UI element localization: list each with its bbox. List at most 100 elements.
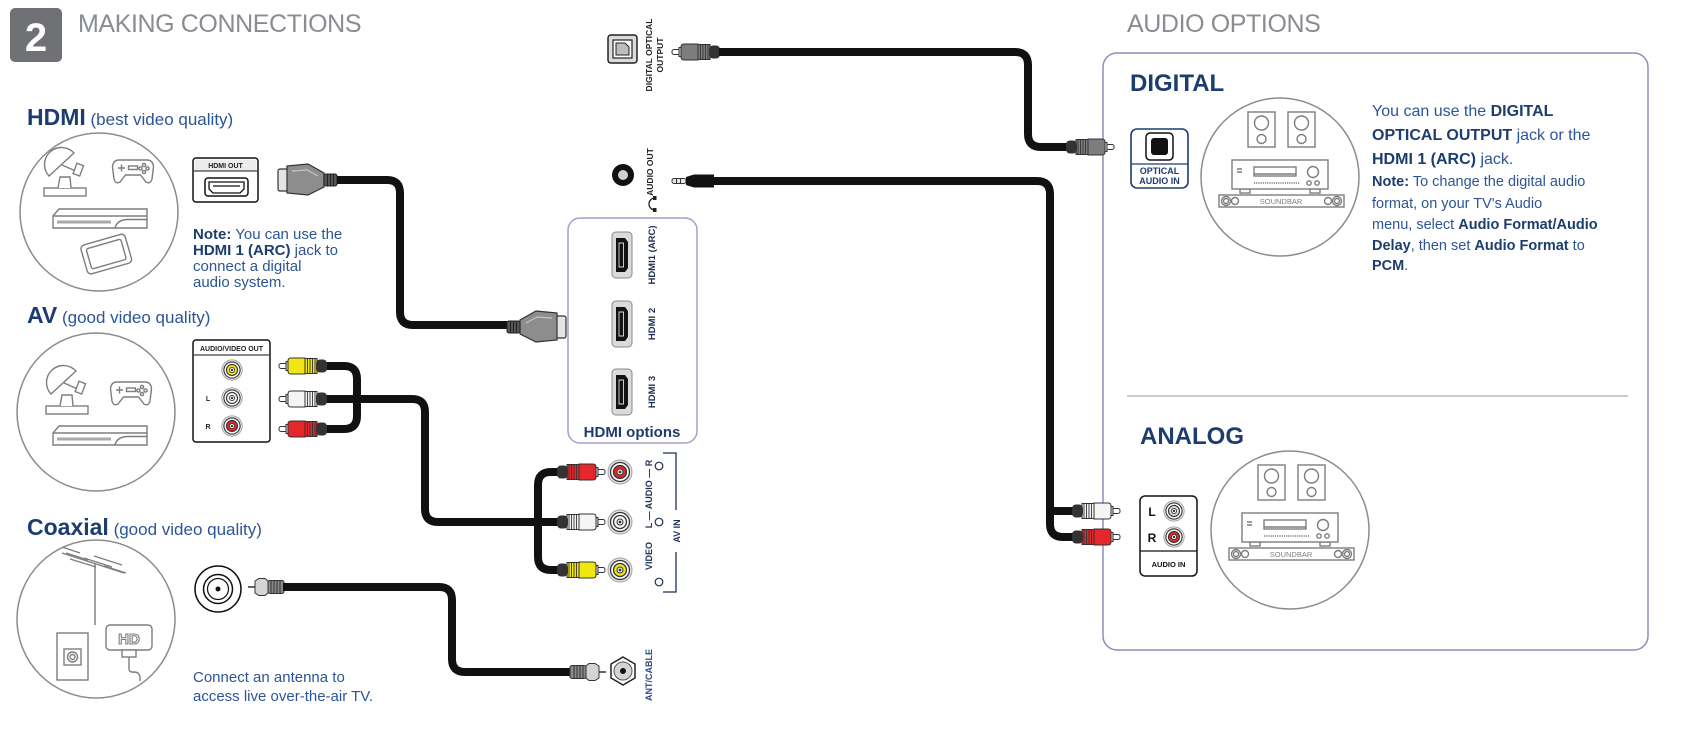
media-player-icon xyxy=(51,207,149,230)
bold-text: Audio Format xyxy=(1474,238,1569,254)
note-line: Note: You can use the xyxy=(193,227,342,242)
hdmi-port-label: HDMI 3 xyxy=(647,376,658,408)
optical-plug-icon xyxy=(671,43,721,61)
text: jack. xyxy=(1476,151,1514,168)
audio-out-port: AUDIO OUT xyxy=(612,147,657,212)
bold-text: PCM xyxy=(1372,258,1405,274)
av-heading: AV (good video quality) xyxy=(27,304,210,327)
description-line: HDMI 1 (ARC) jack. xyxy=(1372,152,1513,168)
av-cable xyxy=(278,357,606,579)
bold-text: Audio Format/Audio xyxy=(1458,217,1598,233)
audio-video-out-label: AUDIO/VIDEO OUT xyxy=(200,346,264,353)
satellite-dish-icon xyxy=(45,364,89,415)
headphone-plug-icon xyxy=(671,174,715,188)
audio-out-label: AUDIO OUT xyxy=(645,147,655,196)
speaker-icon xyxy=(1257,464,1286,501)
coax-jack-icon xyxy=(610,656,636,686)
av-in-audio-label: L — AUDIO — R xyxy=(644,459,654,528)
hdmi-port-label: HDMI1 (ARC) xyxy=(647,225,658,284)
hdmi-subtitle: (best video quality) xyxy=(90,110,234,129)
rca-plug-white-icon xyxy=(1071,502,1121,520)
media-player-icon xyxy=(51,424,149,447)
bold-text: OPTICAL OUTPUT xyxy=(1372,127,1513,144)
coaxial-devices-illustration: HD xyxy=(16,539,176,699)
ant-cable-label: ANT/CABLE xyxy=(644,649,654,701)
step-number-badge: 2 xyxy=(10,8,62,62)
av-title: AV xyxy=(27,302,58,328)
ant-cable-port: ANT/CABLE xyxy=(610,649,654,701)
page-title: MAKING CONNECTIONS xyxy=(78,10,362,38)
jack-label-left: L xyxy=(1148,505,1155,519)
rca-plug-yellow-icon xyxy=(556,561,606,579)
headphone-jack-icon xyxy=(612,164,634,186)
hdmi-title: HDMI xyxy=(27,104,86,130)
description-line: Note: To change the digital audio xyxy=(1372,175,1585,190)
game-controller-icon xyxy=(109,381,153,406)
optical-port-icon xyxy=(607,34,638,64)
note-text: connect a digital xyxy=(193,258,302,275)
coaxial-description-line: access live over-the-air TV. xyxy=(193,688,374,705)
optical-audio-in-port: OPTICAL AUDIO IN xyxy=(1130,128,1189,189)
note-text: jack to xyxy=(290,242,339,259)
speaker-icon xyxy=(1287,111,1316,148)
text: To change the digital audio xyxy=(1409,174,1586,190)
text: jack or the xyxy=(1512,127,1591,144)
bold-text: HDMI 1 (ARC) xyxy=(1372,151,1476,168)
hdmi-port-icon xyxy=(611,300,633,348)
av-devices-illustration xyxy=(16,332,176,492)
analog-audio-system-illustration: SOUNDBAR xyxy=(1210,450,1370,610)
soundbar-label: SOUNDBAR xyxy=(1260,197,1303,206)
hdmi-port-icon xyxy=(204,177,249,197)
hdmi-port-label: HDMI 2 xyxy=(647,308,658,340)
note-line: connect a digital xyxy=(193,259,301,274)
audio-in-label: AUDIO IN xyxy=(1152,560,1186,569)
speaker-icon xyxy=(1247,111,1276,148)
digital-heading: DIGITAL xyxy=(1130,70,1225,97)
rca-plug-red-icon xyxy=(278,420,328,438)
hdmi-cable xyxy=(337,176,509,329)
note-text: You can use the xyxy=(231,226,343,243)
description-line: You can use the DIGITAL xyxy=(1372,104,1553,120)
text: format, on your TV's Audio xyxy=(1372,196,1543,212)
outdoor-antenna-icon xyxy=(61,546,127,625)
rca-plug-white-icon xyxy=(556,513,606,531)
hdmi-plug-icon xyxy=(506,310,567,343)
step-number: 2 xyxy=(25,16,47,60)
analog-audio-cable xyxy=(712,177,1074,541)
audio-left-jack-icon xyxy=(1163,500,1185,522)
note-label: Note: xyxy=(193,226,232,243)
game-controller-icon xyxy=(111,159,155,184)
description-line: Delay, then set Audio Format to xyxy=(1372,239,1585,254)
audio-left-jack-icon xyxy=(221,387,243,409)
rca-plug-white-icon xyxy=(278,390,328,408)
rca-plug-yellow-icon xyxy=(278,357,328,375)
text: , then set xyxy=(1410,238,1475,254)
note-line: HDMI 1 (ARC) jack to xyxy=(193,243,338,258)
analog-audio-in-port: L R AUDIO IN xyxy=(1139,495,1198,577)
audio-options-title: AUDIO OPTIONS xyxy=(1127,10,1321,38)
soundbar-icon: SOUNDBAR xyxy=(1228,547,1355,561)
text: . xyxy=(1404,258,1409,274)
video-jack-icon xyxy=(607,557,633,583)
video-jack-icon xyxy=(221,359,243,381)
text: menu, select xyxy=(1372,217,1459,233)
coaxial-title: Coaxial xyxy=(27,514,109,540)
coaxial-heading: Coaxial (good video quality) xyxy=(27,516,262,539)
hdmi-out-port: HDMI OUT xyxy=(192,157,259,203)
tablet-icon xyxy=(79,232,134,276)
hdmi-plug-icon xyxy=(277,163,338,196)
audio-video-out-port: AUDIO/VIDEO OUT L R xyxy=(192,339,271,443)
optical-output-label: OUTPUT xyxy=(655,37,665,73)
hd-badge: HD xyxy=(118,631,140,648)
optical-output-label: DIGITAL OPTICAL xyxy=(644,19,654,92)
optical-port-icon xyxy=(1145,132,1174,161)
av-in-port-group: L — AUDIO — R VIDEO AV IN xyxy=(607,452,682,593)
digital-audio-system-illustration: SOUNDBAR xyxy=(1200,97,1360,257)
soundbar-icon: SOUNDBAR xyxy=(1218,194,1345,208)
wall-outlet-icon xyxy=(56,632,89,681)
bold-text: Delay xyxy=(1372,238,1411,254)
rca-plug-red-icon xyxy=(1071,528,1121,546)
jack-label-right: R xyxy=(205,424,210,431)
hdmi-devices-illustration xyxy=(19,132,179,292)
note-text: audio system. xyxy=(193,274,286,291)
